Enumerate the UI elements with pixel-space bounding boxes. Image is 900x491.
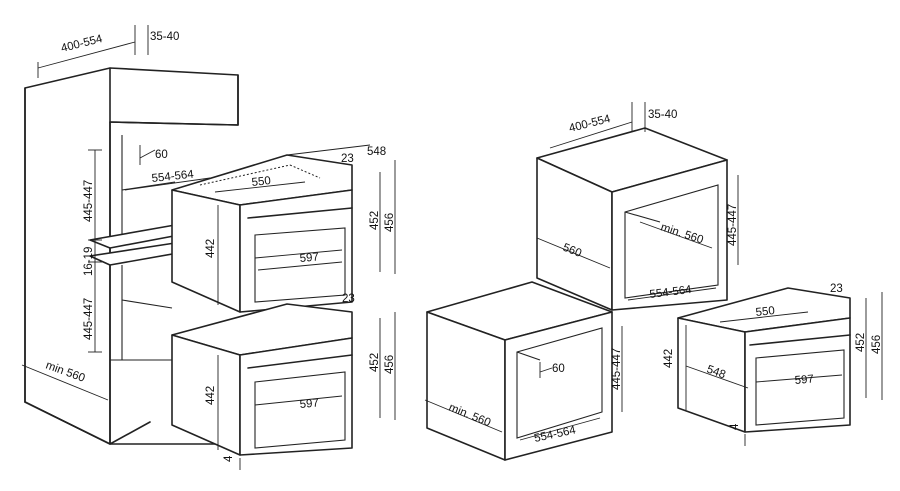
dim-right-body-height-label: 442 (663, 349, 675, 368)
dim-lower-body-height-label: 442 (205, 386, 217, 405)
dim-tall-niche-width-line (627, 287, 717, 301)
dim-base-niche-depth-label: 60 (552, 363, 565, 375)
base-cabinet-niche (516, 327, 603, 439)
dim-upper-height-label: 445-447 (83, 180, 95, 222)
right-oven-dims: 23 550 442 548 597 452 456 4 (663, 283, 883, 446)
left-upper-oven (171, 154, 353, 313)
dim-right-front-width-line (755, 374, 843, 383)
right-base-cabinet (426, 281, 613, 461)
dim-tall-niche-depth-line (639, 221, 713, 249)
left-upper-oven-dims: 548 23 550 442 597 452 456 (205, 144, 396, 305)
dim-depth-top-label: 35-40 (150, 31, 179, 43)
upper-oven-hidden-edge (199, 164, 291, 186)
dim-right-depth-line (685, 365, 749, 389)
dim-base-niche-depth-line (539, 367, 553, 373)
dim-base-depth-line (424, 399, 503, 433)
left-niche-dims: 60 554-564 (124, 145, 211, 191)
column-base (24, 401, 239, 445)
dim-tall-height-label: 445-447 (727, 204, 739, 246)
tall-niche-inner (624, 211, 661, 223)
base-niche-inner (516, 351, 541, 361)
dim-lower-front-width-label: 597 (299, 397, 319, 411)
lower-oven-front (239, 337, 353, 456)
dim-upper-depth-label: 548 (367, 146, 386, 158)
upper-oven-hidden-edge (289, 164, 321, 179)
right-tall-cabinet (536, 127, 728, 311)
tall-cabinet-niche (624, 184, 719, 299)
dim-right-inner-width-line (719, 311, 809, 323)
dim-lower-bottom-gap-label: 4 (223, 455, 235, 462)
dim-right-bottom-gap-label: 4 (729, 423, 741, 430)
dim-niche-depth-label: 60 (155, 149, 168, 161)
dim-lower-front-height-outer-label: 456 (384, 355, 396, 374)
dim-right-front-height-inner-label: 452 (855, 333, 867, 352)
dim-lower-top-label: 23 (342, 293, 355, 305)
column-top-face (109, 67, 239, 126)
base-cabinet-front (504, 311, 613, 461)
dim-niche-width-line (124, 177, 211, 191)
dim-right-width-line (549, 121, 633, 149)
right-oven-control-panel (749, 334, 851, 346)
upper-oven-front (239, 189, 353, 313)
dim-right-inner-width-label: 550 (755, 305, 775, 319)
dim-lower-front-height-inner-label: 452 (369, 353, 381, 372)
dim-base-niche-width-line (519, 417, 601, 441)
dim-lower-height-label: 445-447 (83, 298, 95, 340)
left-side-dims: 445-447 16-19 445-447 (83, 149, 102, 353)
column-front-edge (109, 121, 151, 445)
right-oven-door (755, 349, 845, 426)
upper-oven-door (254, 227, 346, 303)
dim-upper-inner-width-label: 550 (251, 175, 271, 189)
dim-right-width-label: 400-554 (568, 113, 612, 135)
dim-base-depth-line (21, 364, 109, 401)
dim-base-height-label: 445-447 (611, 348, 623, 390)
dim-front-width-line (254, 249, 343, 259)
tall-cabinet-front (611, 159, 728, 311)
dim-right-depth-top-label: 35-40 (648, 109, 677, 121)
dim-right-front-width-label: 597 (794, 373, 814, 387)
upper-niche-line (121, 181, 176, 191)
dim-upper-front-height-inner-label: 452 (369, 211, 381, 230)
dim-upper-body-height-label: 442 (205, 239, 217, 258)
upper-oven-control-panel (247, 207, 353, 219)
dim-right-front-height-outer-label: 456 (871, 335, 883, 354)
left-lower-oven (171, 303, 353, 456)
lower-niche-line (121, 299, 173, 309)
lower-oven-door (254, 371, 346, 449)
dim-niche-depth-line (139, 149, 156, 159)
dim-lower-front-width-line (254, 395, 343, 406)
dim-right-top-label: 23 (830, 283, 843, 295)
dim-tall-depth-line (536, 237, 611, 269)
right-oven-front (744, 317, 851, 433)
dim-line-width (37, 41, 136, 69)
dim-upper-front-height-outer-label: 456 (384, 213, 396, 232)
dim-niche-width-label: 554-564 (151, 169, 195, 185)
dim-upper-front-width-label: 597 (299, 251, 319, 265)
dim-inner-width-line (214, 181, 306, 193)
left-lower-oven-dims: 23 442 597 452 456 4 (205, 293, 396, 470)
dim-gap-label: 16-19 (83, 247, 95, 276)
upper-oven-handle (257, 261, 343, 271)
dim-depth-line (286, 144, 371, 156)
dim-tall-niche-width-label: 554-564 (649, 284, 693, 301)
dim-upper-top-label: 23 (341, 153, 354, 165)
lower-oven-control-panel (247, 354, 353, 369)
